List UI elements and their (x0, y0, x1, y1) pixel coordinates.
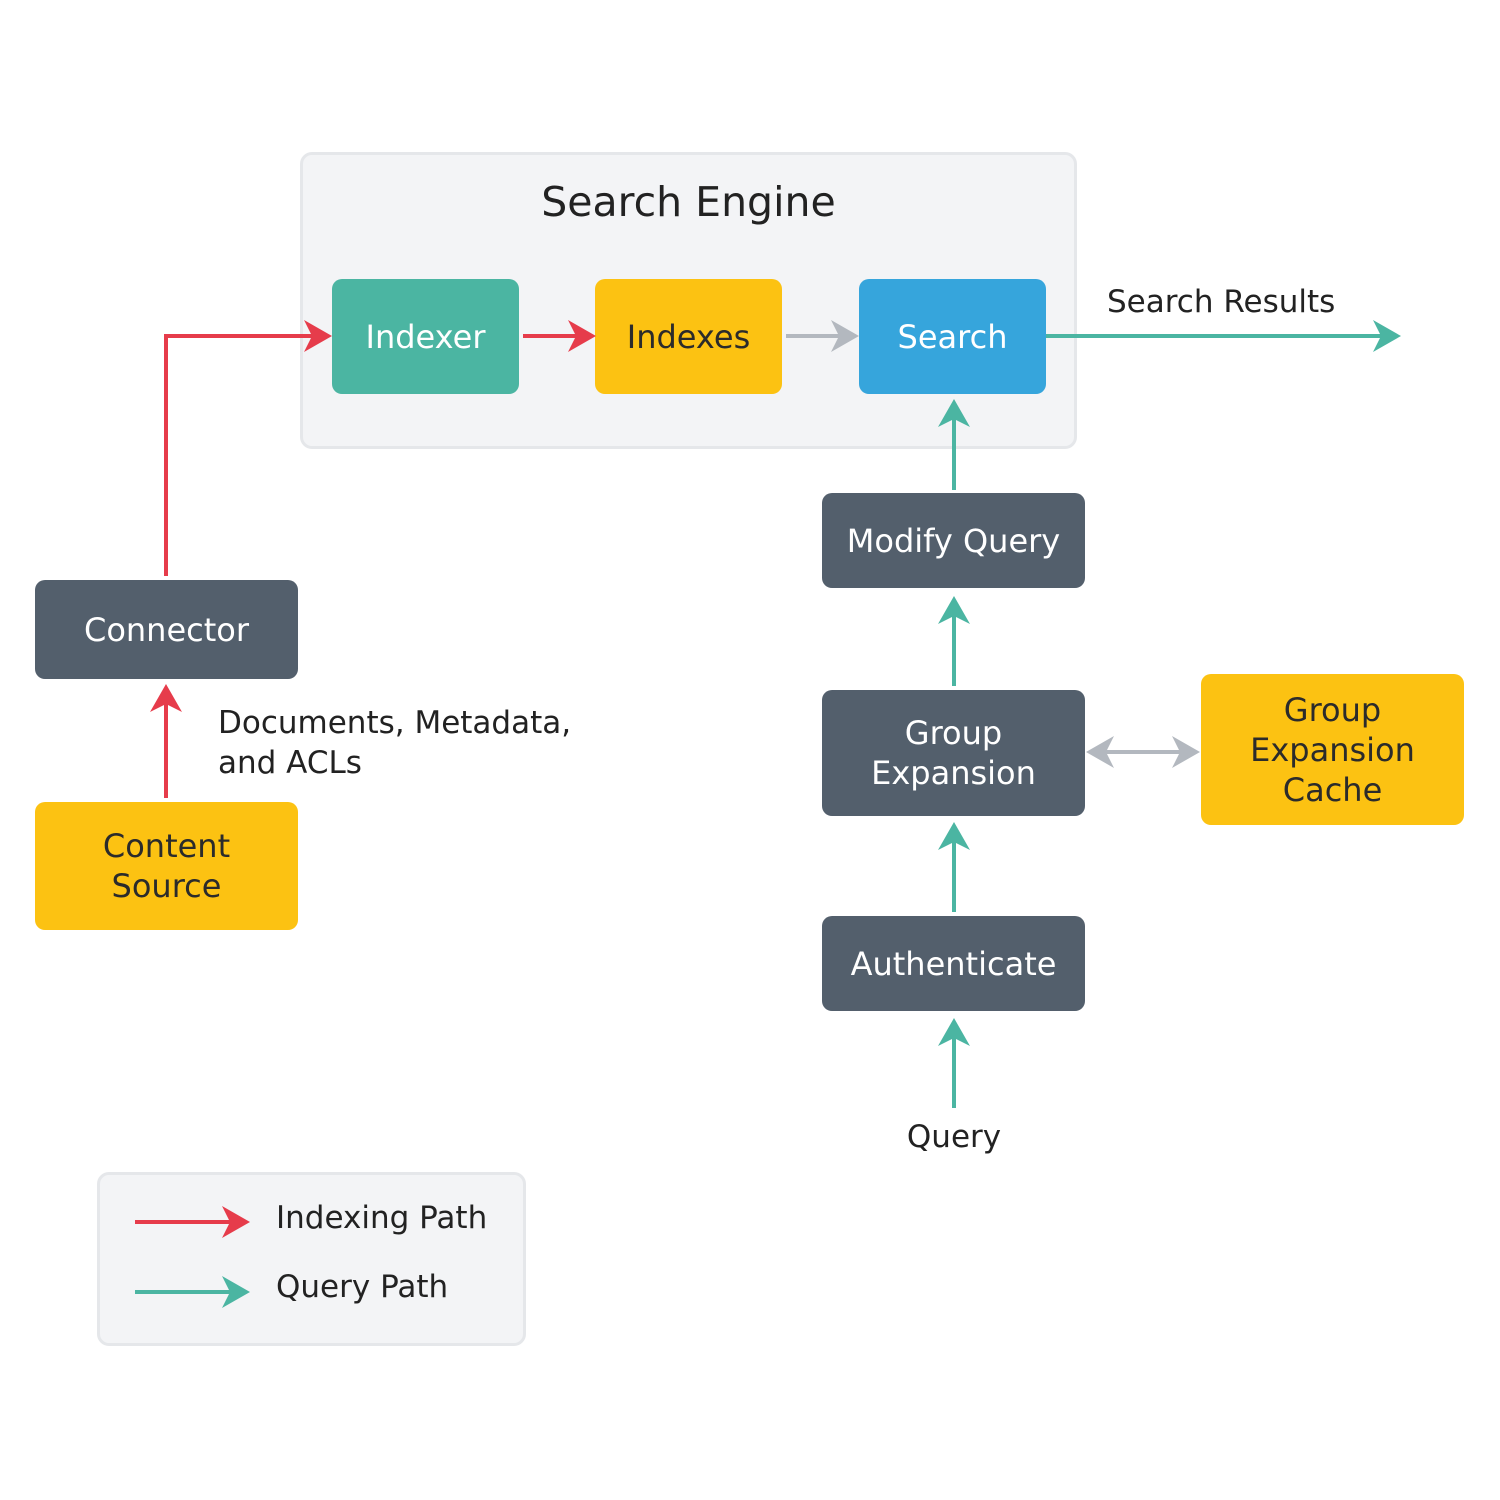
authenticate-node: Authenticate (822, 916, 1085, 1011)
arrow-query-to-authenticate (938, 1018, 970, 1108)
indexer-label: Indexer (365, 317, 486, 356)
authenticate-label: Authenticate (850, 944, 1057, 983)
connector-label: Connector (83, 610, 250, 649)
documents-metadata-acls-label: Documents, Metadata, and ACLs (218, 703, 571, 783)
group-expansion-cache-label-line2: Expansion (1250, 730, 1415, 769)
group-expansion-cache-label-line3: Cache (1282, 770, 1383, 809)
indexes-node: Indexes (595, 279, 782, 394)
arrow-search-to-results (1046, 320, 1401, 352)
group-expansion-cache-node: Group Expansion Cache (1201, 674, 1464, 825)
arrow-group-expansion-cache-bidirectional (1086, 736, 1200, 768)
group-expansion-node: Group Expansion (822, 690, 1085, 816)
modify-query-node: Modify Query (822, 493, 1085, 588)
content-source-label-line2: Source (111, 867, 222, 905)
content-source-node: Content Source (35, 802, 298, 930)
group-expansion-label-line1: Group (904, 714, 1003, 752)
search-node: Search (859, 279, 1046, 394)
group-expansion-label-line2: Expansion (871, 754, 1036, 792)
arrow-content-source-to-connector (150, 684, 182, 798)
arrow-modify-query-to-search (938, 399, 970, 490)
indexes-label: Indexes (626, 317, 751, 356)
indexer-node: Indexer (332, 279, 519, 394)
connector-node: Connector (35, 580, 298, 679)
search-engine-title: Search Engine (541, 178, 836, 226)
content-source-label-line1: Content (102, 827, 231, 865)
legend-query-path-arrow (135, 1276, 250, 1308)
legend-panel (97, 1172, 526, 1346)
arrow-indexes-to-search (786, 320, 859, 352)
arrow-connector-to-indexer (164, 320, 332, 576)
query-label: Query (906, 1119, 1002, 1155)
arrow-authenticate-to-group-expansion (938, 822, 970, 912)
documents-label-line1: Documents, Metadata, (218, 705, 572, 741)
search-results-label: Search Results (1107, 284, 1336, 320)
search-label: Search (897, 317, 1008, 356)
arrow-group-expansion-to-modify-query (938, 596, 970, 686)
legend-indexing-path-arrow (135, 1206, 250, 1238)
legend-indexing-path-label: Indexing Path (276, 1200, 488, 1236)
documents-label-line2: and ACLs (218, 745, 362, 781)
legend-query-path-label: Query Path (276, 1269, 449, 1305)
group-expansion-cache-label-line1: Group (1283, 690, 1382, 729)
arrow-indexer-to-indexes (523, 320, 596, 352)
modify-query-label: Modify Query (846, 521, 1061, 560)
